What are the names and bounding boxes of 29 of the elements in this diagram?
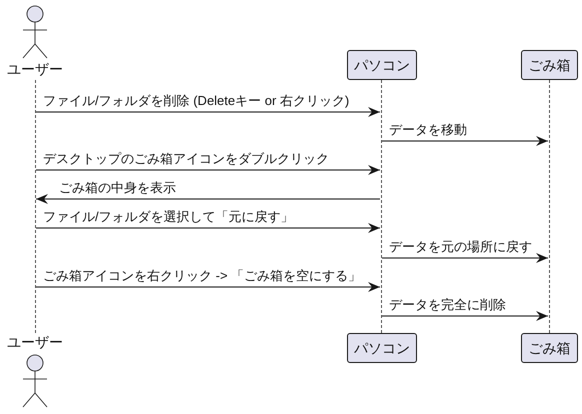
message-label: ファイル/フォルダを選択して「元に戻す」 [43, 209, 294, 225]
message-arrow [382, 253, 548, 263]
participant-box [347, 333, 417, 363]
participant-label: ユーザー [7, 333, 63, 351]
participant-label: ごみ箱 [528, 56, 570, 74]
participant-box [347, 50, 417, 80]
message-arrow [36, 223, 380, 233]
participant-label: パソコン [354, 339, 410, 357]
message-arrow [36, 165, 380, 175]
message-arrow [382, 136, 548, 146]
participant-box [521, 50, 578, 80]
message-label: ごみ箱アイコンを右クリック -> 「ごみ箱を空にする」 [43, 268, 362, 284]
message-label: データを完全に削除 [389, 297, 506, 313]
participant-label: パソコン [354, 56, 410, 74]
message-label: ごみ箱の中身を表示 [59, 180, 176, 196]
participant-label: ごみ箱 [528, 339, 570, 357]
participant-box [521, 333, 578, 363]
message-label: データを移動 [389, 122, 467, 138]
message-label: デスクトップのごみ箱アイコンをダブルクリック [43, 151, 329, 167]
message-arrow [36, 194, 380, 204]
message-arrow [36, 282, 380, 292]
message-arrow [382, 311, 548, 321]
participant-label: ユーザー [7, 60, 63, 78]
lifeline [34, 80, 36, 333]
lifeline [380, 80, 382, 333]
message-label: ファイル/フォルダを削除 (Deleteキー or 右クリック) [43, 93, 350, 109]
message-arrow [36, 107, 380, 117]
message-label: データを元の場所に戻す [389, 239, 532, 255]
lifeline [548, 80, 550, 333]
